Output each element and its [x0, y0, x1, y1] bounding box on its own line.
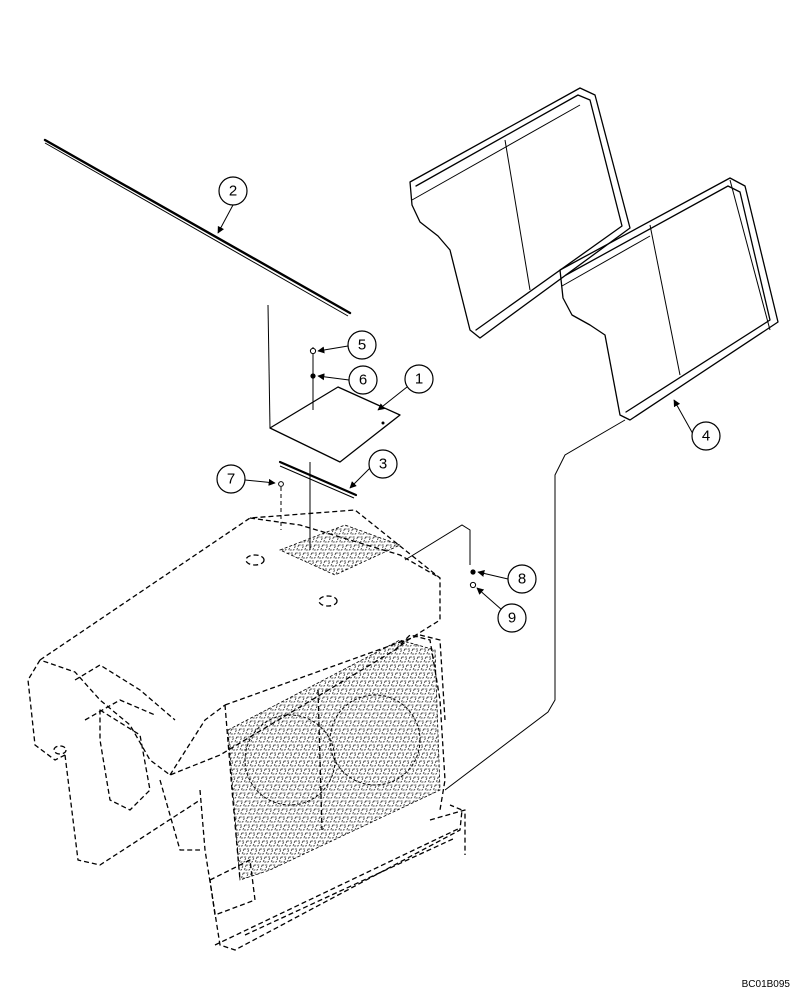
seal-strip [43, 138, 352, 317]
window-panel-left [409, 87, 631, 339]
drawing-code: BC01B095 [741, 979, 790, 990]
callout-5-label: 5 [358, 337, 366, 354]
short-strip [278, 460, 358, 499]
callout-1: 1 [404, 364, 434, 394]
callout-7-label: 7 [227, 471, 235, 488]
callout-2-label: 2 [229, 183, 237, 200]
callout-6-label: 6 [359, 372, 367, 389]
side-fan-grille [227, 639, 441, 881]
callout-5: 5 [347, 330, 377, 360]
callout-leaders [217, 204, 694, 611]
callout-3: 3 [368, 449, 398, 479]
harness-lines [404, 419, 626, 791]
cover-plate [267, 304, 401, 550]
callout-9: 9 [497, 603, 527, 633]
callout-7: 7 [216, 464, 246, 494]
window-panel-right [559, 177, 779, 421]
callout-8-label: 8 [518, 571, 526, 588]
top-vent-grille [278, 524, 402, 576]
callout-6: 6 [348, 365, 378, 395]
callout-1-label: 1 [415, 371, 423, 388]
callout-3-label: 3 [379, 456, 387, 473]
callout-4-label: 4 [702, 428, 710, 445]
callout-9-label: 9 [508, 610, 516, 627]
callout-2: 2 [218, 176, 248, 206]
callout-8: 8 [507, 564, 537, 594]
callout-4: 4 [691, 421, 721, 451]
hardware-fasteners [278, 347, 477, 589]
